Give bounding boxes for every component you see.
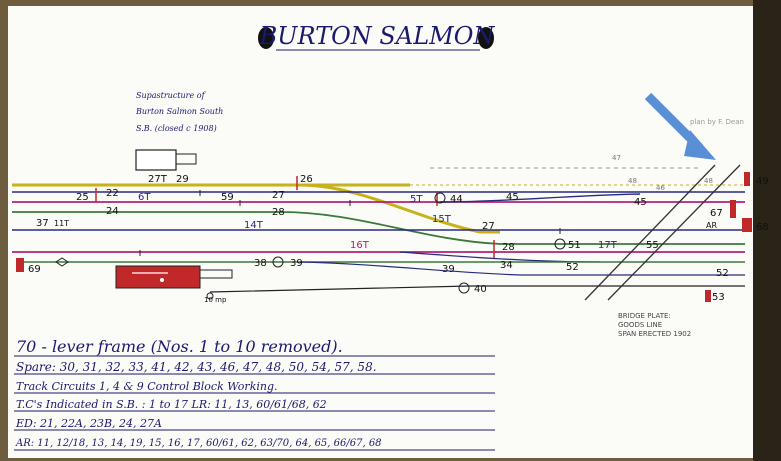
bridge-note-2: GOODS LINE xyxy=(618,321,662,329)
label-67: 67 xyxy=(710,208,723,219)
substructure-line-3: S.B. (closed c 1908) xyxy=(136,124,217,133)
end-marker-68 xyxy=(742,218,752,232)
pointer-arrow xyxy=(644,92,716,160)
substructure-line-2: Burton Salmon South xyxy=(135,107,223,116)
label-27-b: 27 xyxy=(482,221,495,232)
lever-frame-stub xyxy=(175,153,197,165)
bridge-span xyxy=(430,164,741,301)
note-lever-frame: 70 - lever frame (Nos. 1 to 10 removed). xyxy=(16,337,343,356)
frame-stub xyxy=(199,269,233,279)
label-28-b: 28 xyxy=(502,242,515,253)
end-marker-49 xyxy=(744,172,750,186)
corner-note: plan by F. Dean xyxy=(690,118,744,126)
title-left-blob xyxy=(258,27,274,49)
note-spare: Spare: 30, 31, 32, 33, 41, 42, 43, 46, 4… xyxy=(16,360,377,374)
label-38: 38 xyxy=(254,258,267,269)
label-53: 53 xyxy=(712,292,725,303)
page-title: BURTON SALMON xyxy=(259,22,496,50)
tracks xyxy=(12,183,745,293)
label-16t: 16T xyxy=(350,240,370,251)
label-46: 46 xyxy=(656,184,665,192)
note-ar: AR: 11, 12/18, 13, 14, 19, 15, 16, 17, 6… xyxy=(15,438,382,449)
notes-section: 70 - lever frame (Nos. 1 to 10 removed).… xyxy=(14,337,495,451)
note-track-circuits: Track Circuits 1, 4 & 9 Control Block Wo… xyxy=(16,380,278,393)
label-52-b: 52 xyxy=(716,268,729,279)
bridge-note-1: BRIDGE PLATE: xyxy=(618,312,671,320)
label-27-a: 27 xyxy=(272,190,285,201)
label-37: 37 xyxy=(36,218,49,229)
label-47: 47 xyxy=(612,154,621,162)
label-48-a: 48 xyxy=(628,177,637,185)
end-marker-53 xyxy=(705,290,711,302)
label-52-a: 52 xyxy=(566,262,579,273)
label-45-b: 45 xyxy=(634,197,647,208)
label-15t: 15T xyxy=(432,214,452,225)
label-5t: 5T xyxy=(410,194,423,205)
label-44: 44 xyxy=(450,194,463,205)
title-right-blob xyxy=(478,27,494,49)
label-45-a: 45 xyxy=(506,192,519,203)
label-26: 26 xyxy=(300,174,313,185)
note-tc-indicated: T.C's Indicated in S.B. : 1 to 17 LR: 11… xyxy=(16,398,327,411)
label-14t: 14T xyxy=(244,220,264,231)
label-69: 69 xyxy=(28,264,41,275)
label-17t: 17T xyxy=(598,240,618,251)
signal-posts xyxy=(55,176,566,300)
label-6t: 6T xyxy=(138,192,151,203)
label-48-b: 48 xyxy=(704,177,713,185)
label-22: 22 xyxy=(106,188,119,199)
label-24: 24 xyxy=(106,206,119,217)
label-29: 29 xyxy=(176,174,189,185)
label-28-a: 28 xyxy=(272,207,285,218)
label-40: 40 xyxy=(474,284,487,295)
label-34: 34 xyxy=(500,260,513,271)
note-ed: ED: 21, 22A, 23B, 24, 27A xyxy=(15,417,162,430)
label-59: 59 xyxy=(221,192,234,203)
label-55: 55 xyxy=(646,240,659,251)
substructure-line-1: Supastructure of xyxy=(136,91,207,100)
label-51: 51 xyxy=(568,240,581,251)
end-marker-left xyxy=(16,258,24,272)
bridge-note-3: SPAN ERECTED 1902 xyxy=(618,330,691,338)
label-27t-top: 27T xyxy=(148,174,168,185)
right-edge-shadow xyxy=(753,0,781,461)
paper-sheet xyxy=(8,6,753,458)
label-ar: AR xyxy=(706,221,717,230)
building-dot xyxy=(160,278,164,282)
signal-box-outline xyxy=(135,149,177,171)
label-39-a: 39 xyxy=(290,258,303,269)
label-39-b: 39 xyxy=(442,264,455,275)
label-25: 25 xyxy=(76,192,89,203)
label-11t: 11T xyxy=(54,219,69,228)
label-10mp: 10 mp xyxy=(204,296,227,304)
signal-box-building xyxy=(115,265,201,289)
label-49: 49 xyxy=(756,176,769,187)
end-marker-67 xyxy=(730,200,736,218)
label-68: 68 xyxy=(756,222,769,233)
